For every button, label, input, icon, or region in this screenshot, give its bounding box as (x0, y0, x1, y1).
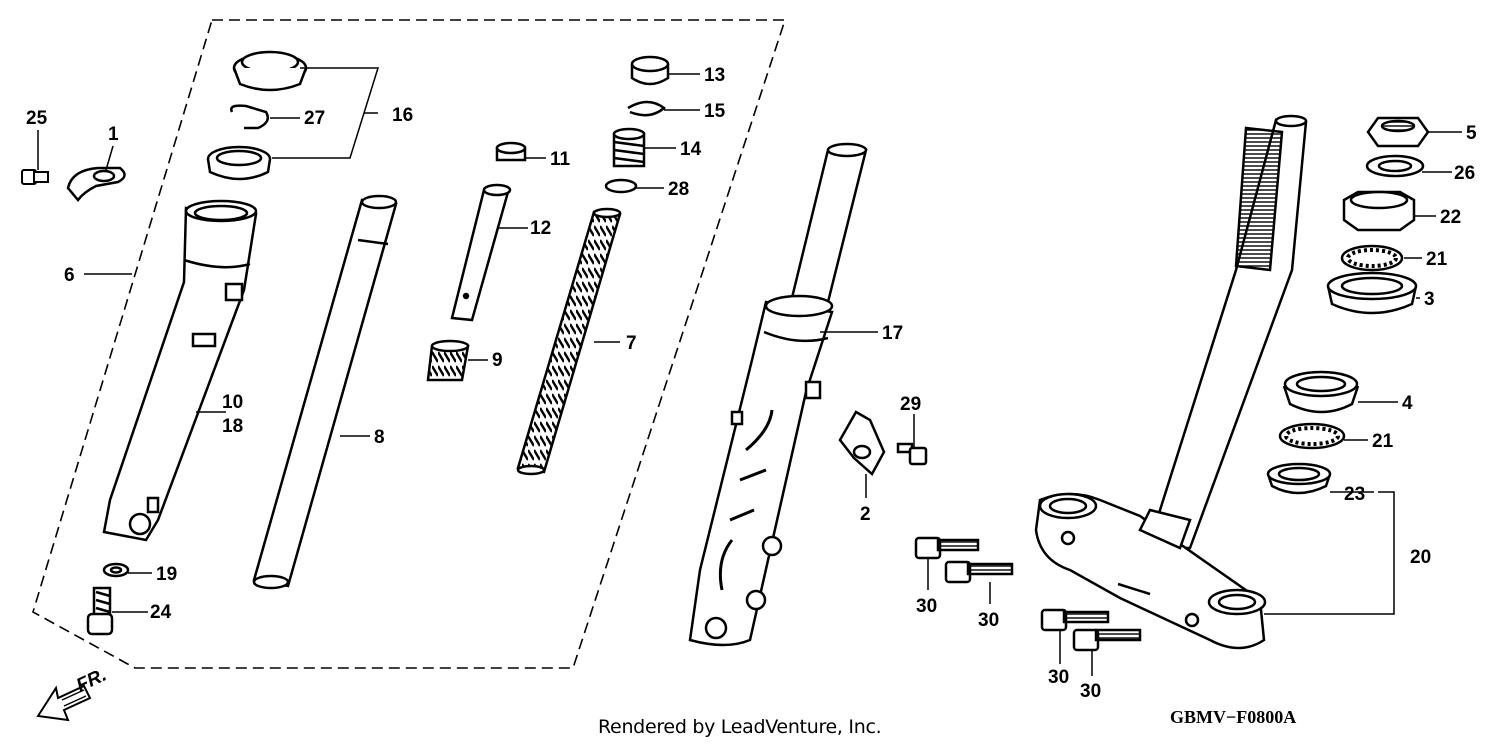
label-21-lower: 21 (1372, 431, 1394, 452)
part-1-guide[interactable] (66, 166, 126, 203)
label-19: 19 (156, 564, 177, 585)
part-25-bolt[interactable] (21, 169, 49, 185)
part-17-fork-assembly[interactable] (688, 142, 868, 647)
label-27: 27 (304, 108, 325, 129)
part-24-socket-bolt[interactable] (86, 586, 114, 636)
label-11: 11 (550, 149, 571, 170)
part-20-steering-stem[interactable] (1034, 114, 1308, 650)
part-21-bearing-upper[interactable] (1340, 244, 1404, 272)
part-29-bolt[interactable] (896, 442, 928, 466)
label-26: 26 (1454, 163, 1475, 184)
part-30-bolt-d[interactable] (1072, 628, 1142, 652)
arrow-icon (36, 684, 92, 722)
label-10: 10 (222, 392, 243, 413)
callout-labels: 25 1 16 27 6 10 18 8 19 24 11 12 9 13 15… (26, 65, 1477, 702)
part-14-spring-seat[interactable] (612, 127, 646, 168)
label-30-c: 30 (1048, 667, 1069, 688)
front-direction-arrow: FR. (36, 665, 110, 722)
label-8: 8 (374, 427, 385, 448)
part-19-washer[interactable] (102, 562, 130, 578)
part-30-bolt-c[interactable] (1040, 608, 1110, 632)
render-credit: Rendered by LeadVenture, Inc. (598, 716, 882, 738)
label-30-a: 30 (916, 596, 937, 617)
label-1: 1 (108, 124, 119, 145)
label-18: 18 (222, 416, 243, 437)
label-30-d: 30 (1080, 681, 1101, 702)
label-9: 9 (492, 350, 503, 371)
label-17: 17 (882, 323, 903, 344)
label-7: 7 (626, 333, 637, 354)
part-16-seal-ring[interactable] (206, 145, 272, 181)
part-30-bolt-b[interactable] (944, 560, 1014, 584)
label-23: 23 (1344, 484, 1365, 505)
label-15: 15 (704, 101, 726, 122)
label-6: 6 (64, 265, 75, 286)
label-14: 14 (680, 139, 702, 160)
label-12: 12 (530, 218, 551, 239)
part-15-circlip[interactable] (627, 100, 666, 117)
label-30-b: 30 (978, 610, 999, 631)
label-4: 4 (1402, 393, 1413, 414)
assembly-boundary-dashed (32, 19, 787, 669)
part-11-ring[interactable] (495, 141, 527, 162)
part-8-fork-pipe[interactable] (252, 194, 398, 590)
part-3-race-upper[interactable] (1326, 271, 1418, 315)
label-25: 25 (26, 108, 48, 129)
part-23-dust-seal[interactable] (1266, 462, 1332, 495)
part-22-adjusting-nut[interactable] (1342, 190, 1416, 232)
label-3: 3 (1424, 289, 1435, 310)
part-5-nut[interactable] (1366, 116, 1430, 148)
label-29: 29 (900, 394, 921, 415)
part-21-bearing-lower[interactable] (1278, 422, 1346, 450)
part-27-clip[interactable] (230, 104, 269, 130)
label-24: 24 (150, 602, 172, 623)
part-4-race-lower[interactable] (1282, 370, 1360, 414)
label-2: 2 (860, 504, 871, 525)
diagram-code: GBMV−F0800A (1170, 707, 1297, 727)
label-13: 13 (704, 65, 725, 86)
label-5: 5 (1466, 123, 1477, 144)
label-21-upper: 21 (1426, 249, 1448, 270)
part-2-bracket[interactable] (838, 410, 886, 476)
part-9-rebound-spring[interactable] (426, 339, 470, 382)
part-16-seal[interactable] (232, 50, 308, 92)
part-28-o-ring[interactable] (604, 178, 638, 194)
label-22: 22 (1440, 207, 1461, 228)
part-10-bottom-case[interactable] (102, 199, 258, 542)
label-16: 16 (392, 105, 413, 126)
leader-lines (37, 67, 1462, 676)
part-13-cap[interactable] (630, 55, 670, 86)
part-12-piston[interactable] (450, 183, 512, 322)
part-26-washer[interactable] (1365, 154, 1425, 178)
label-28: 28 (668, 179, 689, 200)
part-7-fork-spring[interactable] (516, 207, 622, 476)
part-30-bolt-a[interactable] (914, 536, 980, 560)
label-20: 20 (1410, 547, 1431, 568)
